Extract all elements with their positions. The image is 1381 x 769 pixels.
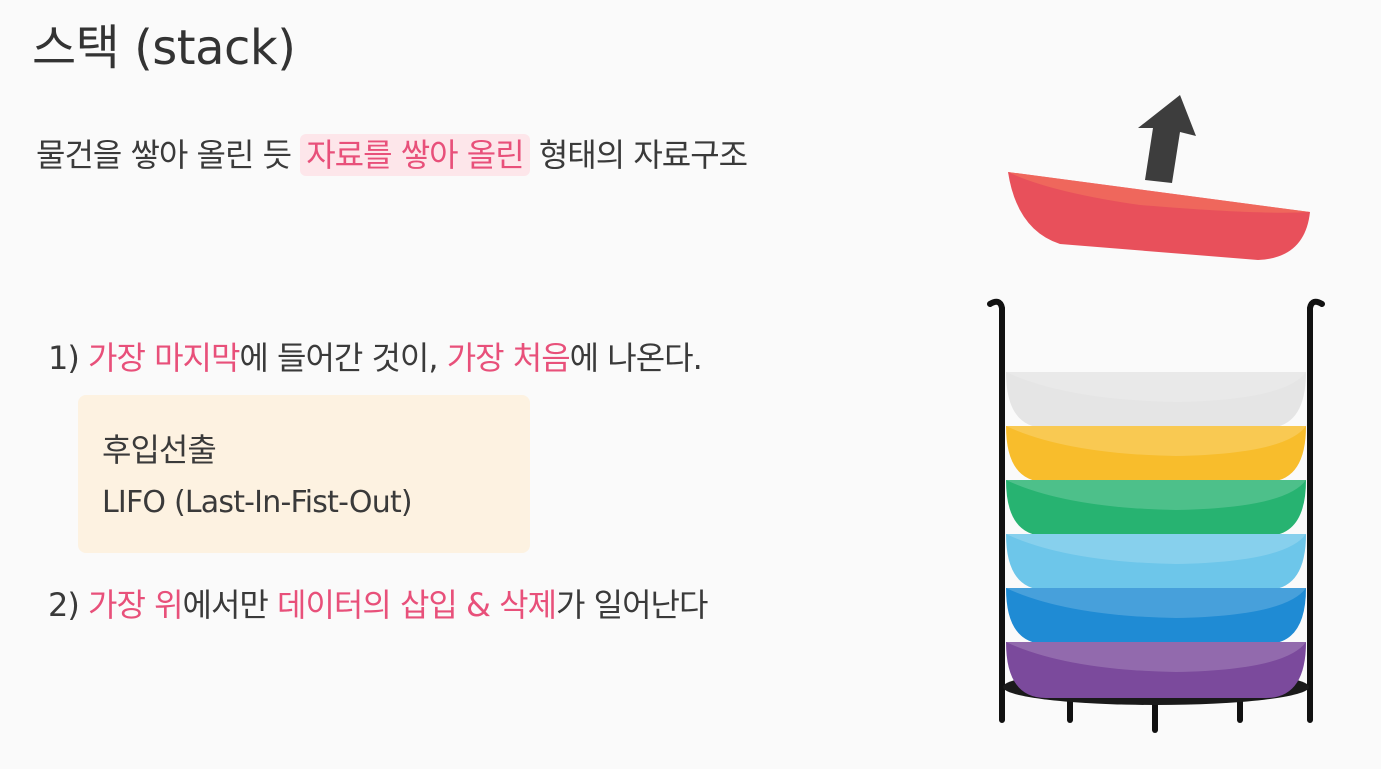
subtitle-text-after: 형태의 자료구조 — [529, 136, 748, 174]
plates-group — [1006, 372, 1306, 698]
subtitle-text-before: 물건을 쌓아 올린 듯 — [36, 136, 301, 174]
point-2-highlight-1: 가장 위 — [88, 586, 183, 624]
plate-1-shine — [1006, 372, 1306, 402]
lifo-callout: 후입선출 LIFO (Last-In-Fist-Out) — [78, 395, 530, 553]
point-1-highlight-1: 가장 마지막 — [88, 339, 240, 377]
plate-6-shine — [1006, 642, 1306, 672]
point-1-text-mid: 에 들어간 것이, — [239, 339, 447, 377]
point-2-text-end: 가 일어난다 — [556, 586, 708, 624]
plate-1 — [1006, 372, 1306, 428]
point-1-number: 1) — [48, 339, 89, 377]
point-1-highlight-2: 가장 처음 — [446, 339, 571, 377]
popped-plate — [1008, 172, 1310, 260]
up-arrow-icon — [1138, 95, 1196, 183]
page-title: 스택 (stack) — [32, 20, 296, 76]
plate-5 — [1006, 588, 1306, 644]
lifo-english: LIFO (Last-In-Fist-Out) — [102, 485, 413, 520]
plate-2 — [1006, 426, 1306, 482]
plate-4-shine — [1006, 534, 1306, 564]
plate-6 — [1006, 642, 1306, 698]
plate-stack-illustration — [987, 95, 1325, 733]
lifo-korean: 후입선출 — [102, 431, 217, 469]
plate-3 — [1006, 480, 1306, 536]
plate-2-shine — [1006, 426, 1306, 456]
point-1-text-end: 에 나온다. — [569, 339, 703, 377]
subtitle-highlight: 자료를 쌓아 올린 — [300, 134, 530, 176]
point-2-text-mid: 에서만 — [182, 586, 278, 624]
plate-3-shine — [1006, 480, 1306, 510]
plate-5-shine — [1006, 588, 1306, 618]
point-1: 1) 가장 마지막에 들어간 것이, 가장 처음에 나온다. — [48, 333, 703, 379]
subtitle: 물건을 쌓아 올린 듯 자료를 쌓아 올린 형태의 자료구조 — [36, 130, 748, 176]
point-2: 2) 가장 위에서만 데이터의 삽입 & 삭제가 일어난다 — [48, 580, 708, 626]
plate-4 — [1006, 534, 1306, 590]
point-2-number: 2) — [48, 586, 89, 624]
point-2-highlight-2: 데이터의 삽입 & 삭제 — [277, 586, 557, 624]
